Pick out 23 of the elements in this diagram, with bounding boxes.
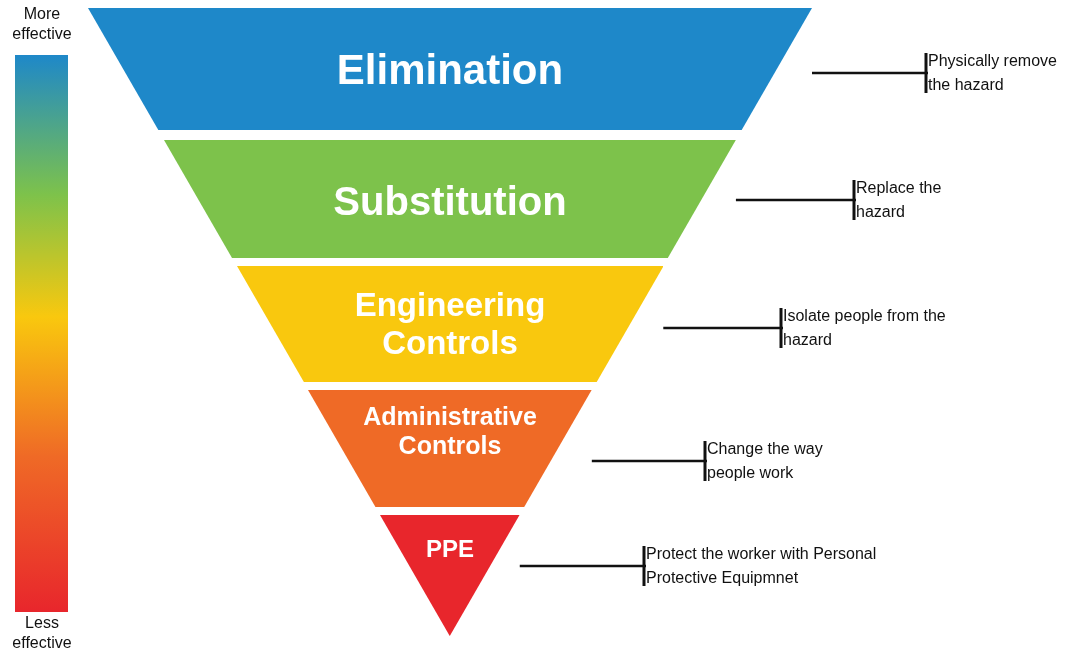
pyramid-band [164, 140, 736, 258]
band-title: PPE [424, 535, 475, 563]
description-text: Isolate people from the hazard [783, 304, 958, 352]
description-text: Replace the hazard [856, 176, 966, 224]
effectiveness-label: Less effective [11, 613, 73, 653]
pyramid-band [236, 266, 664, 382]
description-text: Protect the worker with Personal Protective Equipmnet [646, 542, 916, 590]
pyramid-band [88, 8, 812, 130]
band-title: Administrative Controls [362, 402, 538, 460]
effectiveness-gradient-bar [15, 55, 68, 612]
leader-line [812, 51, 928, 95]
leader-line [519, 544, 646, 588]
leader-line [735, 178, 856, 222]
pyramid-band [308, 390, 592, 507]
band-title: Substitution [332, 178, 568, 224]
band-title: Engineering Controls [353, 286, 547, 362]
band-title: Elimination [335, 46, 565, 95]
effectiveness-label: More effective [11, 4, 73, 44]
leader-line [591, 439, 707, 483]
description-text: Physically remove the hazard [928, 49, 1078, 97]
pyramid-band [380, 515, 520, 636]
leader-line [663, 306, 783, 350]
description-text: Change the way people work [707, 437, 852, 485]
